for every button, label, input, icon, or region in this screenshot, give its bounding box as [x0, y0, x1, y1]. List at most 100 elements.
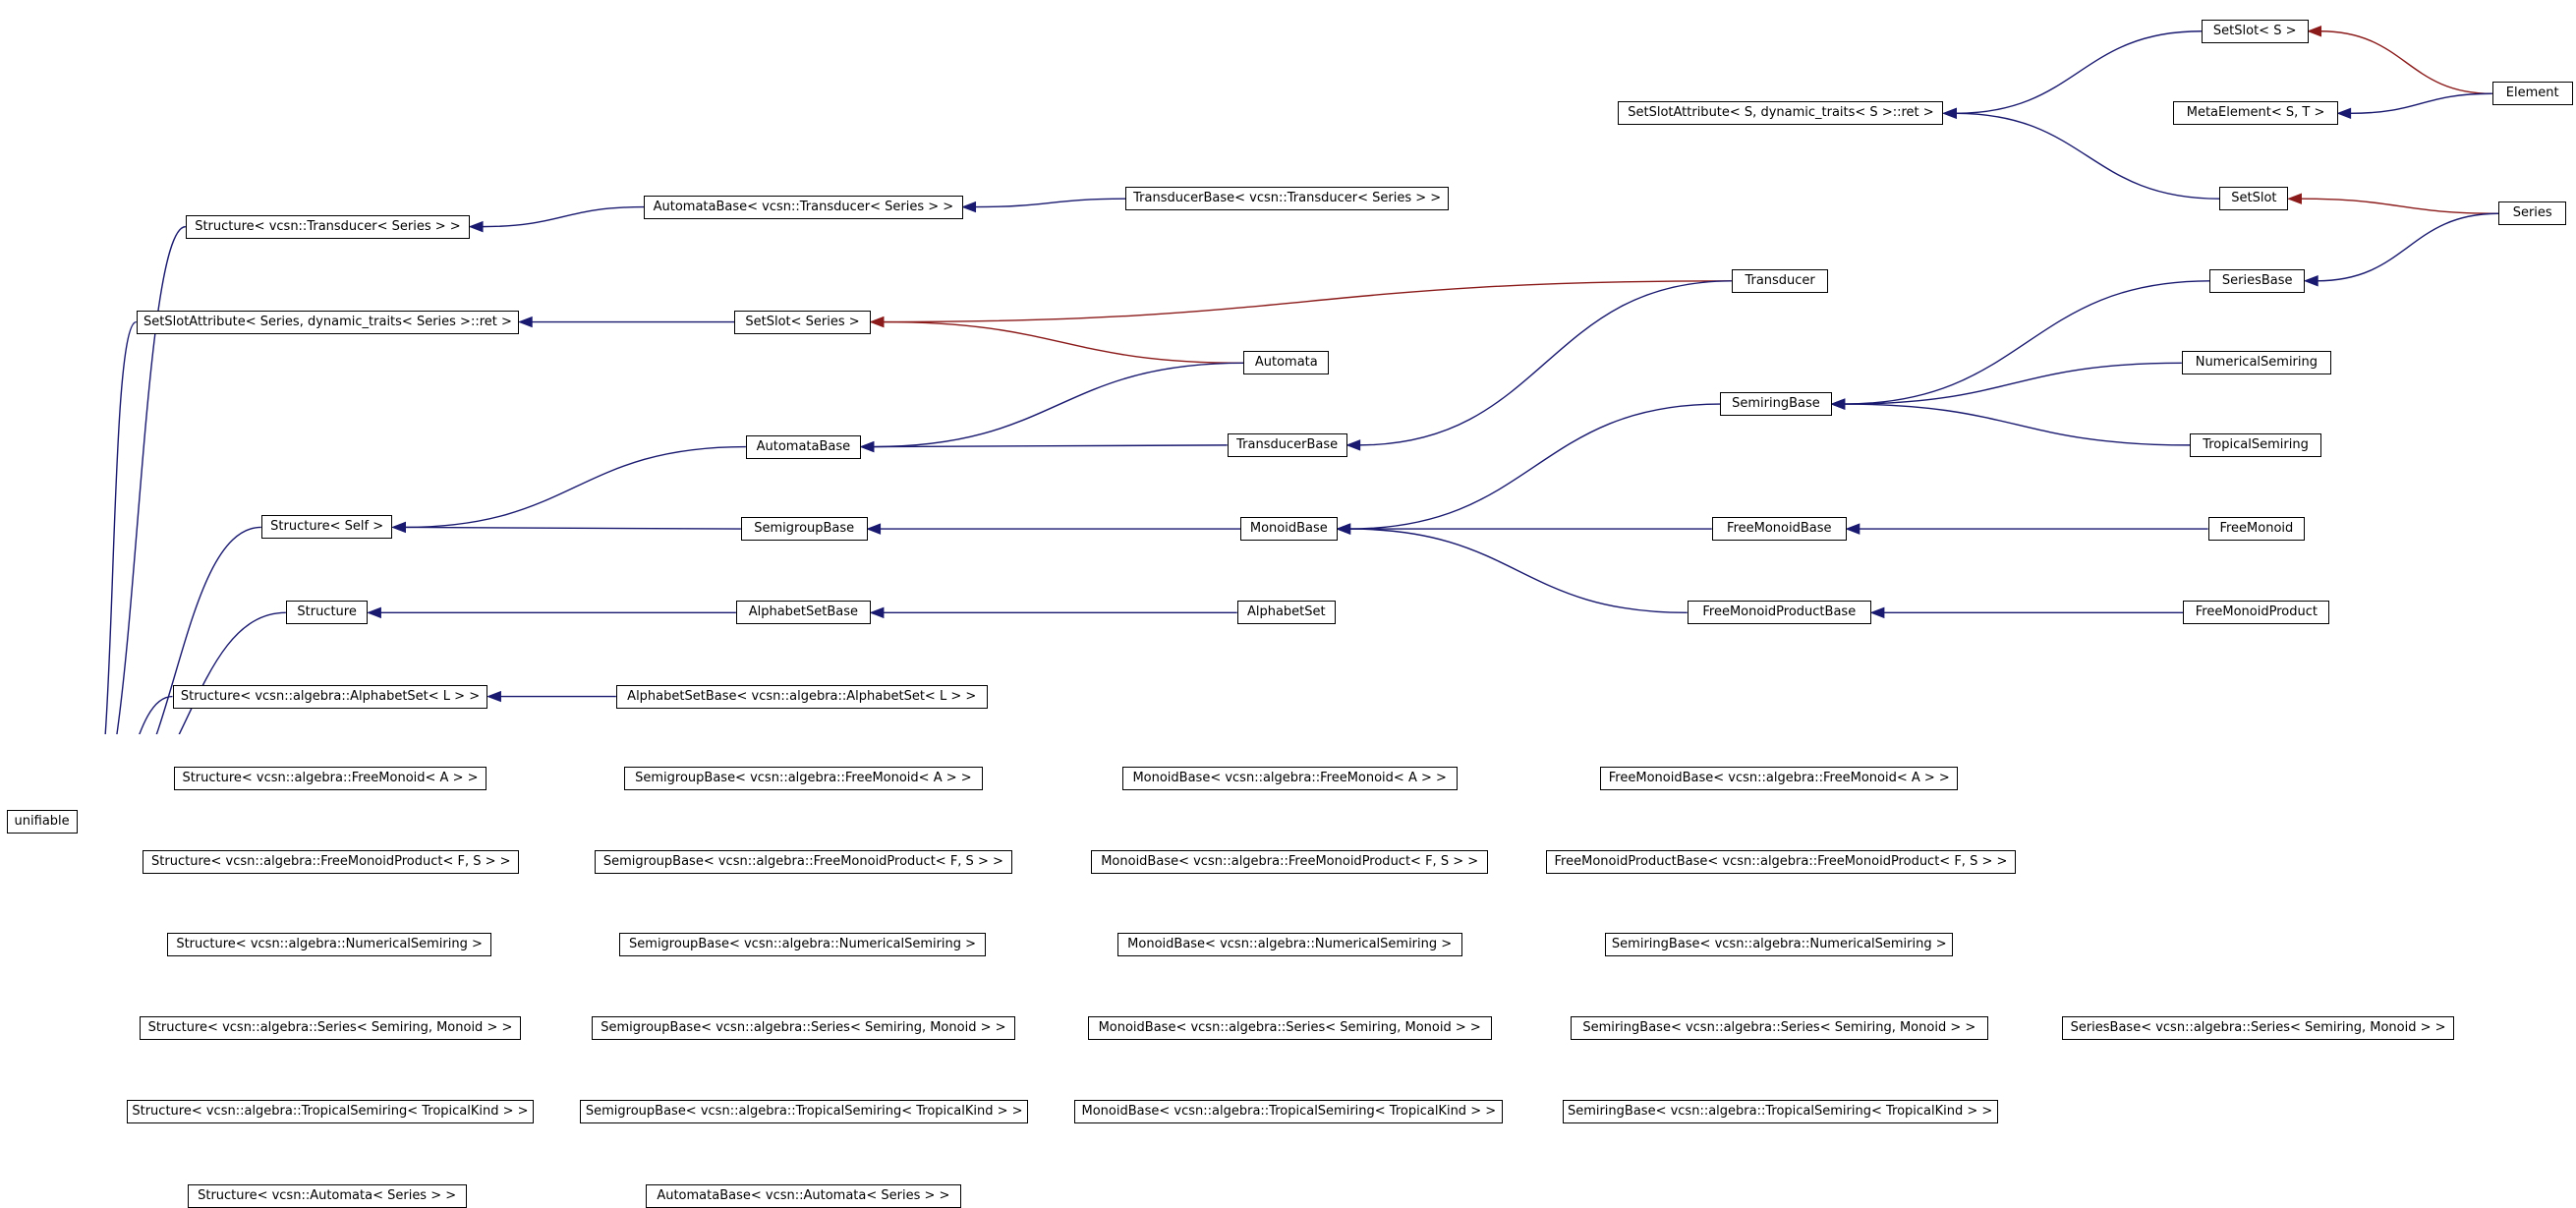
- arrowhead-automata-to-setslot_series: [869, 316, 885, 328]
- edge-series-to-setslot: [2300, 198, 2499, 214]
- edge-setslot_s-to-ssa_s: [1955, 30, 2202, 115]
- node-semigroupbase-numericalsemiring[interactable]: SemigroupBase< vcsn::algebra::NumericalS…: [619, 932, 986, 956]
- edge-transducer-to-transducerbase: [1358, 280, 1732, 446]
- arrowhead-transducerbase-to-automatabase: [859, 440, 875, 453]
- node-semigroupbase-freemonoidproduct[interactable]: SemigroupBase< vcsn::algebra::FreeMonoid…: [595, 850, 1012, 875]
- node-unifiable[interactable]: unifiable: [6, 809, 78, 834]
- edge-automata-to-setslot_series: [882, 320, 1244, 365]
- node-automatabase-transducer[interactable]: AutomataBase< vcsn::Transducer< Series >…: [644, 195, 963, 219]
- node-automata[interactable]: Automata: [1243, 351, 1330, 375]
- arrowhead-fmpb-to-monoidbase: [1336, 523, 1351, 535]
- node-monoidbase-series[interactable]: MonoidBase< vcsn::algebra::Series< Semir…: [1087, 1016, 1492, 1041]
- node-alphabetsetbase-alphabetset[interactable]: AlphabetSetBase< vcsn::algebra::Alphabet…: [615, 684, 988, 709]
- node-automatabase-automata[interactable]: AutomataBase< vcsn::Automata< Series > >: [645, 1183, 961, 1208]
- node-structure-self[interactable]: Structure< Self >: [260, 515, 393, 540]
- edge-ab_transducer-to-str_transducer: [482, 205, 645, 228]
- arrowhead-monoidbase-to-semigroupbase: [866, 523, 882, 535]
- arrowhead-alphabetsetbase-to-structure: [367, 606, 381, 619]
- edge-automata-to-automatabase: [872, 362, 1244, 448]
- arrowhead-transducer-to-transducerbase: [1345, 439, 1361, 451]
- node-monoidbase-freemonoidproduct[interactable]: MonoidBase< vcsn::algebra::FreeMonoidPro…: [1090, 850, 1489, 875]
- edge-numericalsemiring-to-semiringbase: [1843, 362, 2182, 405]
- node-monoidbase-freemonoid[interactable]: MonoidBase< vcsn::algebra::FreeMonoid< A…: [1121, 767, 1458, 791]
- node-semigroupbase-tropicalsemiring[interactable]: SemigroupBase< vcsn::algebra::TropicalSe…: [580, 1100, 1029, 1124]
- node-seriesbase-series[interactable]: SeriesBase< vcsn::algebra::Series< Semir…: [2061, 1016, 2455, 1041]
- arrowhead-tb_transducer-to-ab_transducer: [961, 201, 977, 213]
- arrowhead-series-to-setslot: [2287, 193, 2302, 204]
- node-structure-alphabetset[interactable]: Structure< vcsn::algebra::AlphabetSet< L…: [172, 684, 488, 709]
- edge-structure-to-unifiable: [178, 611, 286, 734]
- node-structure-transducer[interactable]: Structure< vcsn::Transducer< Series > >: [185, 214, 471, 239]
- node-freemonoidproductbase[interactable]: FreeMonoidProductBase: [1687, 601, 1871, 625]
- arrowhead-freemonoid-to-freemonoidbase: [1845, 523, 1860, 535]
- arrowhead-tropicalsemiring-to-semiringbase: [1830, 398, 1846, 410]
- node-setslot[interactable]: SetSlot: [2219, 187, 2289, 211]
- node-automatabase[interactable]: AutomataBase: [745, 434, 861, 459]
- node-setslot-s[interactable]: SetSlot< S >: [2201, 19, 2309, 43]
- node-semiringbase-numericalsemiring[interactable]: SemiringBase< vcsn::algebra::NumericalSe…: [1605, 932, 1954, 956]
- node-transducerbase[interactable]: TransducerBase: [1227, 432, 1347, 457]
- arrowhead-setslot-to-ssa_s: [1942, 107, 1957, 120]
- arrowhead-setslot_series-to-ssa_series: [517, 316, 533, 328]
- node-structure-tropicalsemiring[interactable]: Structure< vcsn::algebra::TropicalSemiri…: [126, 1100, 535, 1124]
- arrowhead-alphabetset-to-alphabetsetbase: [869, 606, 885, 619]
- node-structure-freemonoidproduct[interactable]: Structure< vcsn::algebra::FreeMonoidProd…: [143, 850, 520, 875]
- node-numericalsemiring[interactable]: NumericalSemiring: [2181, 351, 2331, 375]
- node-semiringbase-tropicalsemiring[interactable]: SemiringBase< vcsn::algebra::TropicalSem…: [1562, 1100, 1998, 1124]
- node-structure-numericalsemiring[interactable]: Structure< vcsn::algebra::NumericalSemir…: [167, 932, 491, 956]
- arrowhead-ab_transducer-to-str_transducer: [468, 220, 484, 233]
- edge-automatabase-to-str_self: [404, 445, 746, 529]
- node-alphabetsetbase[interactable]: AlphabetSetBase: [735, 601, 871, 625]
- class-hierarchy-diagram: unifiable Structure< vcsn::Transducer< S…: [6, 19, 2573, 1208]
- arrowhead-element-to-metaelement: [2336, 107, 2352, 120]
- node-structure-freemonoid[interactable]: Structure< vcsn::algebra::FreeMonoid< A …: [174, 767, 487, 791]
- arrowhead-series-to-seriesbase: [2303, 275, 2318, 287]
- edge-setslot-to-ssa_s: [1955, 112, 2220, 200]
- edge-layer: [104, 26, 2499, 734]
- node-structure-series[interactable]: Structure< vcsn::algebra::Series< Semiri…: [140, 1016, 521, 1041]
- edge-semiringbase-to-monoidbase: [1348, 403, 1721, 530]
- edge-series-to-seriesbase: [2317, 212, 2499, 282]
- edge-transducer-to-setslot_series: [882, 280, 1732, 323]
- node-semiringbase[interactable]: SemiringBase: [1720, 392, 1832, 417]
- node-transducer[interactable]: Transducer: [1731, 268, 1829, 293]
- node-tropicalsemiring[interactable]: TropicalSemiring: [2190, 432, 2321, 457]
- edge-seriesbase-to-semiringbase: [1843, 280, 2210, 405]
- node-setslotattribute-s[interactable]: SetSlotAttribute< S, dynamic_traits< S >…: [1618, 101, 1944, 126]
- arrowhead-freemonoidproduct-to-fmpb: [1869, 606, 1885, 619]
- node-metaelement[interactable]: MetaElement< S, T >: [2173, 101, 2338, 126]
- node-freemonoidproduct[interactable]: FreeMonoidProduct: [2183, 601, 2330, 625]
- arrowhead-element-to-setslot_s: [2307, 26, 2322, 37]
- node-series[interactable]: Series: [2498, 201, 2566, 226]
- node-element[interactable]: Element: [2491, 82, 2573, 106]
- node-monoidbase-tropicalsemiring[interactable]: MonoidBase< vcsn::algebra::TropicalSemir…: [1074, 1100, 1504, 1124]
- node-semigroupbase-series[interactable]: SemigroupBase< vcsn::algebra::Series< Se…: [591, 1016, 1015, 1041]
- node-setslot-series[interactable]: SetSlot< Series >: [734, 310, 871, 334]
- node-monoidbase[interactable]: MonoidBase: [1240, 517, 1338, 542]
- edge-element-to-setslot_s: [2319, 30, 2492, 94]
- node-semiringbase-series[interactable]: SemiringBase< vcsn::algebra::Series< Sem…: [1571, 1016, 1988, 1041]
- node-seriesbase[interactable]: SeriesBase: [2209, 268, 2306, 293]
- node-semigroupbase[interactable]: SemigroupBase: [740, 517, 868, 542]
- node-structure-automata[interactable]: Structure< vcsn::Automata< Series > >: [187, 1183, 467, 1208]
- edge-element-to-metaelement: [2349, 92, 2492, 115]
- node-freemonoidbase[interactable]: FreeMonoidBase: [1711, 517, 1847, 542]
- edge-tb_transducer-to-ab_transducer: [974, 198, 1126, 208]
- edge-tropicalsemiring-to-semiringbase: [1843, 403, 2191, 446]
- edge-str_alphabet-to-unifiable: [139, 695, 173, 734]
- node-freemonoidbase-freemonoid[interactable]: FreeMonoidBase< vcsn::algebra::FreeMonoi…: [1600, 767, 1959, 791]
- edge-transducerbase-to-automatabase: [872, 444, 1228, 448]
- node-semigroupbase-freemonoid[interactable]: SemigroupBase< vcsn::algebra::FreeMonoid…: [624, 767, 983, 791]
- node-structure[interactable]: Structure: [285, 601, 369, 625]
- edge-fmpb-to-monoidbase: [1348, 528, 1688, 614]
- node-setslotattribute-series[interactable]: SetSlotAttribute< Series, dynamic_traits…: [136, 310, 520, 334]
- edge-str_self-to-unifiable: [155, 526, 261, 734]
- node-monoidbase-numericalsemiring[interactable]: MonoidBase< vcsn::algebra::NumericalSemi…: [1116, 932, 1462, 956]
- node-transducerbase-transducer[interactable]: TransducerBase< vcsn::Transducer< Series…: [1125, 187, 1450, 211]
- node-alphabetset[interactable]: AlphabetSet: [1236, 601, 1336, 625]
- arrowhead-semigroupbase-to-str_self: [391, 521, 407, 534]
- edge-semigroupbase-to-str_self: [404, 526, 741, 530]
- node-freemonoid[interactable]: FreeMonoid: [2207, 517, 2306, 542]
- edge-str_transducer-to-unifiable: [116, 225, 187, 734]
- node-freemonoidproductbase-freemonoidproduct[interactable]: FreeMonoidProductBase< vcsn::algebra::Fr…: [1545, 850, 2016, 875]
